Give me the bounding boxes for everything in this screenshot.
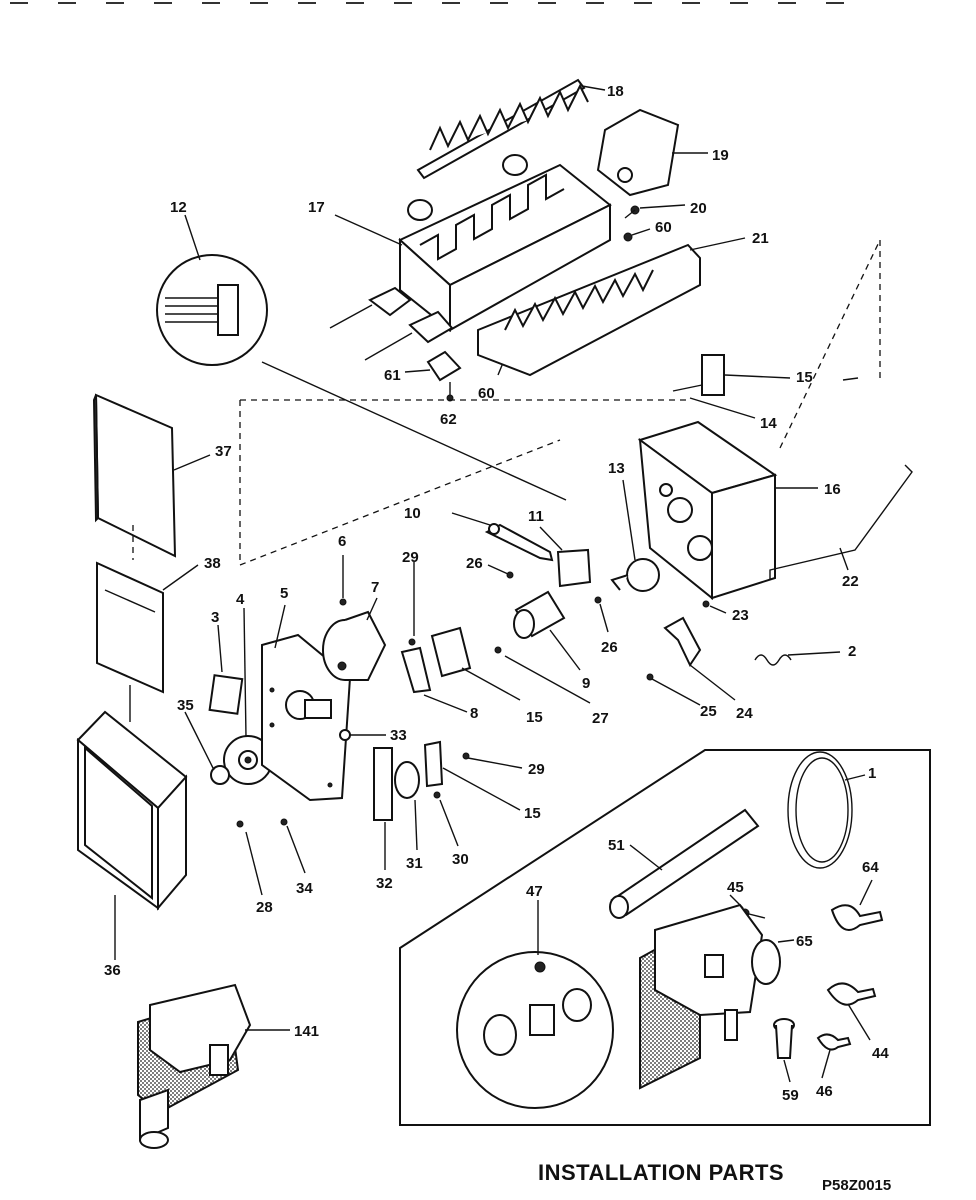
switch-part — [701, 354, 725, 396]
wiring-harness-part — [165, 284, 239, 336]
callout-23: 23 — [732, 607, 749, 624]
control-housing-part — [637, 420, 778, 601]
callout-20: 20 — [690, 200, 707, 217]
callout-62: 62 — [440, 411, 457, 428]
callout-15-c: 15 — [524, 805, 541, 822]
callout-64: 64 — [862, 859, 879, 876]
callout-18: 18 — [607, 83, 624, 100]
callout-7: 7 — [371, 579, 379, 596]
retainer-clip-part — [556, 548, 592, 588]
callout-45: 45 — [727, 879, 744, 896]
callout-141: 141 — [294, 1023, 319, 1040]
callout-26-b: 26 — [601, 639, 618, 656]
callout-36: 36 — [104, 962, 121, 979]
callout-2: 2 — [848, 643, 856, 660]
callout-28: 28 — [256, 899, 273, 916]
water-tubing-part — [787, 751, 853, 869]
callout-29: 29 — [402, 549, 419, 566]
callout-44: 44 — [872, 1045, 889, 1062]
callout-24: 24 — [736, 705, 753, 722]
callout-33: 33 — [390, 727, 407, 744]
valve-assembly-141 — [137, 983, 252, 1149]
switch-part-2 — [430, 626, 472, 678]
callout-13: 13 — [608, 460, 625, 477]
lever-part — [400, 646, 432, 694]
shutoff-cover-part — [596, 108, 680, 197]
callout-60: 60 — [655, 219, 672, 236]
callout-27: 27 — [592, 710, 609, 727]
p-clamp-part — [826, 982, 877, 1006]
callout-15-b: 15 — [526, 709, 543, 726]
diagram-code: P58Z0015 — [822, 1177, 892, 1194]
callout-25: 25 — [700, 703, 717, 720]
callout-3: 3 — [211, 609, 219, 626]
spring-part — [754, 654, 792, 666]
cam-part — [394, 761, 420, 799]
heater-parts — [329, 286, 454, 361]
small-clamp-part — [816, 1033, 852, 1051]
callout-47: 47 — [526, 883, 543, 900]
callout-4: 4 — [236, 591, 245, 608]
ejector-part — [416, 78, 589, 180]
callout-65: 65 — [796, 933, 813, 950]
callout-10: 10 — [404, 505, 421, 522]
callout-19: 19 — [712, 147, 729, 164]
compression-fitting-part — [483, 961, 592, 1056]
callout-16: 16 — [824, 481, 841, 498]
mold-shield-part — [477, 243, 701, 377]
callout-60-b: 60 — [478, 385, 495, 402]
front-cover-part — [76, 710, 188, 911]
callout-12: 12 — [170, 199, 187, 216]
callout-9: 9 — [582, 675, 590, 692]
motor-part — [322, 610, 387, 681]
callout-22: 22 — [842, 573, 859, 590]
callout-38: 38 — [204, 555, 221, 572]
tube-insert-part — [773, 1018, 795, 1059]
callout-21: 21 — [752, 230, 769, 247]
callout-37: 37 — [215, 443, 232, 460]
callout-8: 8 — [470, 705, 478, 722]
callout-14: 14 — [760, 415, 777, 432]
bracket-part — [426, 350, 462, 382]
callout-17: 17 — [308, 199, 325, 216]
instruction-sheet — [96, 561, 164, 694]
section-title: INSTALLATION PARTS — [538, 1160, 785, 1185]
valve-solenoid-part — [513, 590, 566, 639]
bracket-plate-part — [373, 747, 393, 821]
motor-housing-part — [261, 633, 352, 802]
callout-15: 15 — [796, 369, 813, 386]
callout-1: 1 — [868, 765, 876, 782]
callout-29-b: 29 — [528, 761, 545, 778]
callout-61: 61 — [384, 367, 401, 384]
callout-32: 32 — [376, 875, 393, 892]
callout-46: 46 — [816, 1083, 833, 1100]
callout-30: 30 — [452, 851, 469, 868]
callout-26: 26 — [466, 555, 483, 572]
tube-clamp-part — [830, 904, 884, 931]
callout-5: 5 — [280, 585, 288, 602]
thermostat-part — [610, 558, 660, 592]
switch-part-3 — [423, 740, 444, 788]
callout-34: 34 — [296, 880, 313, 897]
callout-51: 51 — [608, 837, 625, 854]
actuator-lever-part — [663, 616, 702, 668]
sleeve-part — [609, 808, 760, 919]
callout-35: 35 — [177, 697, 194, 714]
shutoff-wire-part — [769, 464, 913, 580]
callout-6: 6 — [338, 533, 346, 550]
wiring-harness-detail — [156, 254, 268, 366]
label-part — [208, 674, 244, 715]
ice-mold-part — [398, 154, 612, 333]
water-valve-part — [639, 903, 781, 1090]
callout-59: 59 — [782, 1087, 799, 1104]
callout-11: 11 — [528, 508, 544, 525]
callout-31: 31 — [406, 855, 423, 872]
manual-booklet — [94, 393, 177, 558]
